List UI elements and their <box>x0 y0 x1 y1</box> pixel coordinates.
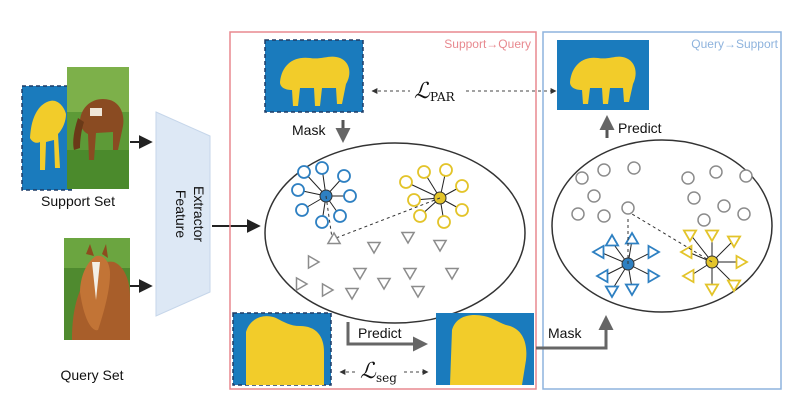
qs-blue-query-node <box>591 244 605 260</box>
qs-yellow-query-node <box>704 229 720 243</box>
sq-query-node <box>321 282 335 298</box>
sq-query-node <box>376 277 392 291</box>
qs-yellow-query-node <box>735 254 749 270</box>
sq-query-node <box>400 231 416 245</box>
sq-query-node <box>366 241 382 255</box>
sq-blue-support-node <box>297 165 311 179</box>
qs-support-node <box>739 169 753 183</box>
sq-query-node <box>444 267 460 281</box>
qs-blue-query-node <box>595 268 609 284</box>
support-query-prototype-graph <box>291 161 469 301</box>
sq-query-node <box>344 287 360 301</box>
qs-support-node <box>687 191 701 205</box>
par-loss-subscript: PAR <box>430 90 456 104</box>
predict-label-bottom: Predict <box>358 325 402 341</box>
sq-blue-support-node <box>315 161 329 175</box>
sq-yellow-support-node <box>407 193 421 207</box>
par-loss-symbol: ℒ <box>414 79 431 104</box>
qs-support-node <box>587 189 601 203</box>
sq-blue-to-query-line <box>325 195 333 239</box>
seg-loss-subscript: seg <box>376 371 397 385</box>
qs-support-node <box>571 207 585 221</box>
support-mask-thumbnail <box>264 39 364 113</box>
support-query-panel <box>229 31 537 390</box>
sq-query-node <box>352 267 368 281</box>
sq-yellow-support-node <box>437 215 451 229</box>
support-query-title: Support→Query <box>444 37 531 51</box>
qs-blue-query-node <box>624 231 640 245</box>
query-support-panel <box>542 31 782 390</box>
predict-bottom-arrow <box>346 322 428 352</box>
sq-blue-support-node <box>291 183 305 197</box>
support-set-label: Support Set <box>41 193 115 209</box>
qs-yellow-query-node <box>726 235 742 249</box>
sq-yellow-support-node <box>413 209 427 223</box>
qs-support-node <box>709 165 723 179</box>
qs-blue-query-node <box>604 285 620 299</box>
sq-yellow-support-node <box>439 163 453 177</box>
qs-blue-query-node <box>647 268 661 284</box>
sq-query-node <box>295 276 309 292</box>
sq-yellow-support-node <box>455 179 469 193</box>
sq-blue-support-node <box>333 209 347 223</box>
mask-label-top: Mask <box>292 122 326 138</box>
sq-blue-support-node <box>343 189 357 203</box>
sq-query-node <box>402 267 418 281</box>
query-mask-ground-truth <box>232 312 332 386</box>
query-support-title: Query→Support <box>691 37 778 51</box>
qs-yellow-query-node <box>681 268 695 284</box>
support-mask-image <box>21 85 73 191</box>
sq-blue-support-node <box>315 215 329 229</box>
qs-support-node <box>681 171 695 185</box>
qs-yellow-query-node <box>682 229 698 243</box>
qs-blue-query-node <box>624 283 640 297</box>
sq-query-node <box>307 254 321 270</box>
feature-extractor-label-line2: Extractor <box>191 186 207 242</box>
mask-right-arrow <box>536 315 614 350</box>
qs-support-node <box>597 163 611 177</box>
qs-support-node <box>597 209 611 223</box>
qs-support-node <box>627 161 641 175</box>
qs-yellow-query-node <box>679 244 693 260</box>
sq-yellow-support-node <box>417 165 431 179</box>
sq-query-node <box>432 239 448 253</box>
query-mask-prediction <box>436 313 534 385</box>
qs-blue-query-node <box>604 233 620 247</box>
feature-extractor-label-line1: Feature <box>173 190 189 238</box>
qs-yellow-query-node <box>704 283 720 297</box>
predict-label-right: Predict <box>618 120 662 136</box>
sq-yellow-support-node <box>399 175 413 189</box>
qs-support-node <box>575 171 589 185</box>
qs-support-node <box>621 201 635 215</box>
support-photo <box>67 67 129 189</box>
mask-label-bottom: Mask <box>548 325 582 341</box>
qs-support-node <box>717 199 731 213</box>
sq-blue-support-node <box>295 203 309 217</box>
sq-blue-support-node <box>337 169 351 183</box>
qs-support-node <box>737 207 751 221</box>
query-photo <box>64 238 130 340</box>
sq-query-node <box>410 285 426 299</box>
qs-yellow-query-node <box>726 279 742 293</box>
sq-query-node <box>326 231 342 245</box>
qs-blue-query-node <box>647 244 661 260</box>
sq-yellow-to-query-line <box>335 197 441 239</box>
sq-yellow-support-node <box>455 203 469 217</box>
support-mask-prediction <box>557 40 649 110</box>
feature-extractor-block: Feature Extractor <box>155 111 211 317</box>
query-support-embedding-space <box>551 139 773 313</box>
qs-support-node <box>697 213 711 227</box>
query-set-label: Query Set <box>60 367 123 383</box>
seg-loss-symbol: ℒ <box>360 359 377 384</box>
query-support-prototype-graph <box>571 161 753 299</box>
